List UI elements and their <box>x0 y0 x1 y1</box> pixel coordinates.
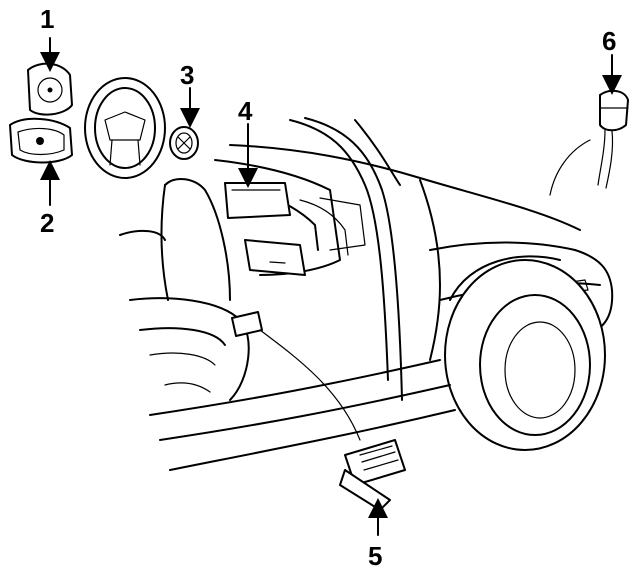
impact-sensor <box>597 89 629 189</box>
vehicle-body <box>119 117 614 471</box>
callout-6: 6 <box>602 26 616 56</box>
glove-box <box>244 239 306 276</box>
callout-5: 5 <box>368 541 382 571</box>
front-wheel <box>444 259 606 451</box>
callout-3: 3 <box>180 60 194 90</box>
diagnostic-module <box>339 439 406 511</box>
floor-sensor-pad <box>231 311 263 337</box>
clock-spring <box>169 126 199 160</box>
callout-1: 1 <box>40 4 54 34</box>
passenger-airbag <box>224 182 291 219</box>
callout-4: 4 <box>238 96 253 126</box>
airbag-module-lower <box>9 117 73 164</box>
airbag-module-upper <box>27 62 73 116</box>
steering-wheel <box>84 77 166 179</box>
callout-leaders <box>40 37 622 536</box>
callout-2: 2 <box>40 208 54 238</box>
